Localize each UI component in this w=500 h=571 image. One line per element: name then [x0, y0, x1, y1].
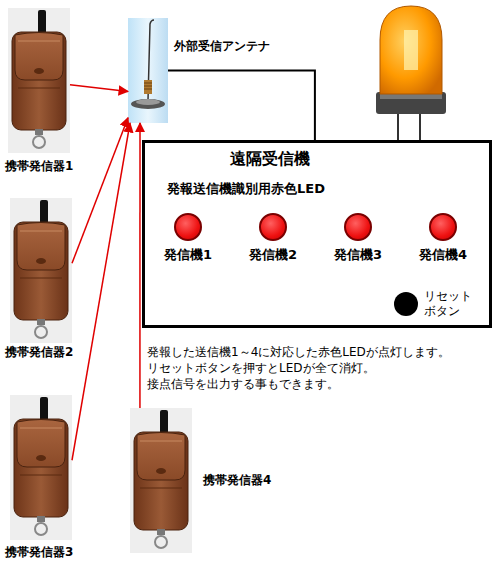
led-label: 発信機2: [243, 247, 303, 262]
button-label: リセット ボタン: [424, 289, 476, 319]
antenna-picture: [128, 18, 168, 123]
receiver-box: 遠隔受信機発報送信機識別用赤色LED 発信機1 発信機2 発信機3 発信機4 リセット ボ…: [142, 140, 492, 328]
led-indicator: 発信機2: [243, 213, 303, 263]
note-text: 接点信号を出力する事もできます。: [147, 376, 339, 392]
radio-arrow: [72, 123, 130, 460]
led-label: 発信機1: [158, 247, 218, 262]
radio-arrow: [139, 123, 141, 408]
led-label: 発信機4: [413, 247, 473, 262]
antenna: 外部受信アンテナ: [128, 18, 168, 123]
led-heading: 発報送信機識別用赤色LED: [167, 181, 325, 197]
note-text: リセットボタンを押すとLEDが全て消灯。: [147, 360, 375, 376]
cable-line: [168, 71, 315, 141]
device-label: 携帯発信器4: [203, 473, 271, 487]
transmitter: 携帯発信器1: [8, 8, 70, 153]
transmitter-picture: [8, 8, 70, 153]
radio-arrow: [70, 85, 128, 92]
transmitter-picture: [130, 408, 192, 553]
receiver-title: 遠隔受信機: [230, 149, 310, 169]
transmitter: 携帯発信器4: [130, 408, 192, 553]
led-indicator: 発信機1: [158, 213, 218, 263]
radio-arrow: [72, 118, 128, 264]
rotating-lamp: [376, 6, 446, 140]
transmitter-picture: [10, 198, 72, 343]
red-led: [344, 213, 372, 241]
device-label: 携帯発信器2: [5, 345, 73, 359]
led-label: 発信機3: [328, 247, 388, 262]
device-label: 外部受信アンテナ: [174, 39, 270, 53]
device-label: 携帯発信器3: [5, 545, 73, 559]
red-led: [174, 213, 202, 241]
red-led: [259, 213, 287, 241]
transmitter-picture: [10, 395, 72, 540]
reset-button: リセット ボタン: [394, 289, 484, 321]
red-led: [429, 213, 457, 241]
led-indicator: 発信機3: [328, 213, 388, 263]
transmitter: 携帯発信器3: [10, 395, 72, 540]
reset-knob: [394, 292, 418, 316]
note-text: 発報した送信機1～4に対応した赤色LEDが点灯します。: [147, 344, 450, 360]
led-indicator: 発信機4: [413, 213, 473, 263]
transmitter: 携帯発信器2: [10, 198, 72, 343]
device-label: 携帯発信器1: [5, 159, 73, 173]
